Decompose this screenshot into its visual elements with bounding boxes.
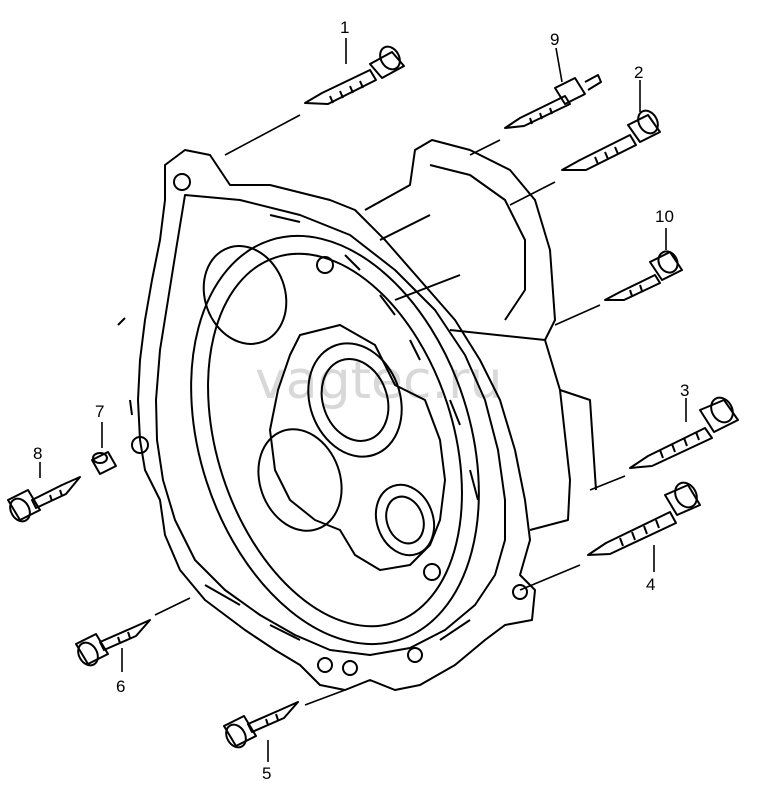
bolt-2 [561, 109, 661, 171]
callout-4: 4 [646, 575, 655, 594]
callout-9: 9 [550, 30, 559, 49]
bolt-4 [587, 481, 701, 556]
callout-10: 10 [655, 207, 674, 226]
bolt-8 [7, 476, 81, 523]
watermark: vagtec.ru [255, 351, 502, 411]
callout-3: 3 [680, 381, 689, 400]
callout-5: 5 [262, 764, 271, 783]
bolt-10 [604, 250, 683, 301]
callout-1: 1 [340, 18, 349, 37]
sleeve-7 [91, 451, 117, 475]
bolt-5 [223, 701, 299, 749]
bolt-3 [629, 396, 739, 469]
callouts: 1 2 3 4 5 6 7 8 9 10 [33, 18, 689, 783]
leader-lines [39, 38, 687, 762]
housing-cover [117, 139, 597, 691]
callout-8: 8 [33, 444, 42, 463]
bolt-6 [75, 619, 151, 667]
callout-7: 7 [95, 402, 104, 421]
callout-6: 6 [116, 677, 125, 696]
bolt-9 [504, 74, 602, 129]
bolt-1 [304, 45, 405, 105]
callout-2: 2 [634, 63, 643, 82]
